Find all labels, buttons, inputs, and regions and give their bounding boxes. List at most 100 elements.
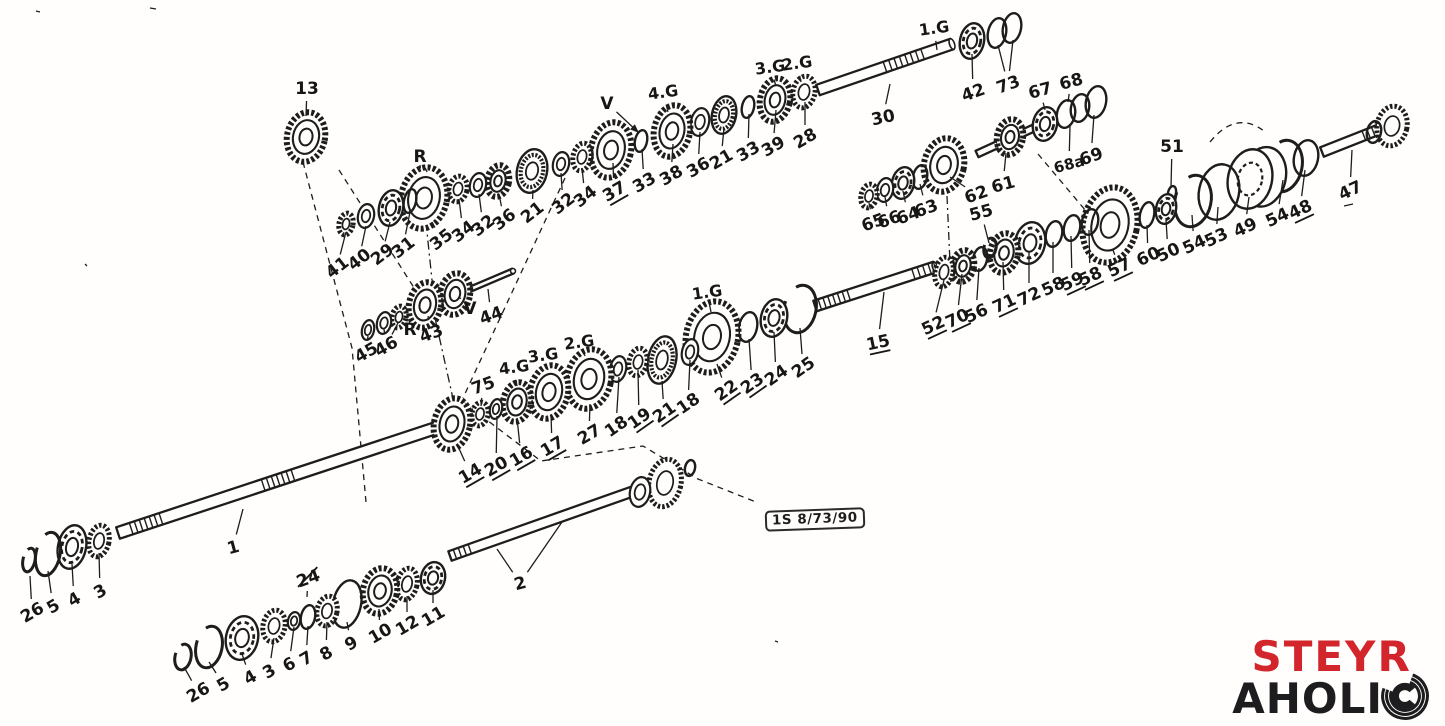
callout-67: 67 — [1026, 78, 1054, 111]
part-gr — [430, 395, 474, 453]
guide-line — [462, 401, 757, 503]
callout-51: 51 — [1160, 137, 1184, 188]
leader-line — [612, 162, 615, 179]
leader-line — [546, 367, 549, 371]
part-rg — [1365, 119, 1383, 145]
callout-text-3.G: 3.G — [527, 344, 560, 367]
part-sp — [336, 210, 356, 238]
callout-text-63: 63 — [912, 196, 941, 223]
part-gr — [359, 565, 401, 617]
callout-44: 44 — [477, 288, 506, 329]
callout-7: 7 — [296, 625, 317, 671]
leader-line — [456, 443, 466, 462]
leader-line — [47, 570, 52, 594]
callout-2.G: 2.G — [563, 331, 596, 357]
leader-line — [391, 322, 399, 335]
callout-text-42: 42 — [959, 80, 988, 107]
leader-line — [306, 625, 309, 646]
assembly-reverse-idler-upper — [858, 85, 1108, 211]
part-gr — [283, 109, 329, 165]
callout-text-27: 27 — [574, 420, 605, 449]
label-underline — [661, 413, 680, 428]
leader-line — [1067, 93, 1070, 103]
callout-text-R: R — [403, 320, 416, 340]
leader-line — [496, 548, 514, 573]
callout-text-V: V — [600, 94, 614, 114]
leader-line — [716, 363, 723, 378]
part-r2 — [468, 172, 488, 198]
part-gr — [756, 75, 794, 125]
leader-line — [208, 661, 217, 674]
leader-line — [1070, 235, 1073, 269]
leader-line — [637, 369, 640, 406]
callout-text-3: 3 — [259, 660, 279, 683]
label-underline — [1084, 280, 1105, 291]
leader-line — [1278, 179, 1284, 205]
label-underline — [491, 469, 511, 482]
part-sp — [646, 456, 684, 510]
leader-line — [560, 172, 563, 191]
part-r2 — [488, 398, 504, 420]
label-strikethrough — [297, 566, 318, 588]
leader-line — [1191, 214, 1194, 232]
label-underline — [1113, 271, 1134, 282]
leader-line — [339, 231, 347, 255]
callout-5: 5 — [43, 570, 64, 619]
callout-20: 20 — [481, 415, 512, 482]
assembly-countershaft — [336, 12, 1023, 238]
part-r2 — [356, 203, 376, 229]
part-r2 — [286, 611, 302, 631]
part-gr — [1079, 184, 1141, 266]
leader-line — [495, 415, 498, 454]
leader-line — [773, 79, 777, 87]
part-rg — [633, 128, 649, 154]
part-br — [1031, 105, 1059, 143]
callout-8: 8 — [316, 621, 337, 666]
callout-text-26: 26 — [183, 678, 214, 707]
leader-line — [424, 167, 428, 173]
leader-line — [404, 211, 411, 235]
guide-line — [338, 169, 419, 295]
leader-line — [384, 221, 391, 242]
leader-line — [773, 109, 777, 134]
label-underline — [951, 322, 972, 333]
leader-line — [641, 148, 644, 170]
callout-text-4.G: 4.G — [647, 81, 680, 104]
part-r2 — [608, 355, 628, 383]
leader-line — [183, 666, 193, 681]
callout-text-25: 25 — [788, 353, 819, 383]
part-sp — [626, 345, 650, 379]
leader-line — [935, 40, 938, 51]
watermark-logo: STEYR AHOLI — [1232, 636, 1431, 722]
callout-3.G: 3.G — [527, 344, 560, 371]
leader-line — [515, 379, 518, 387]
leader-line — [526, 521, 563, 573]
part-rg — [1084, 85, 1108, 119]
part-br — [1154, 192, 1178, 226]
part-sp — [260, 607, 288, 645]
callout-4.G: 4.G — [498, 356, 530, 387]
assembly-output-rear — [1079, 103, 1410, 266]
part-br — [759, 298, 789, 338]
shaft-pto-shaft-2 — [447, 480, 652, 562]
part-rgr — [710, 95, 738, 135]
part-r2 — [628, 476, 652, 508]
label-underline — [465, 476, 485, 489]
part-br — [890, 165, 916, 201]
leader-line — [29, 575, 32, 600]
leader-line — [478, 193, 482, 213]
logo-c-arcs-icon — [1381, 673, 1429, 720]
leader-line — [1003, 152, 1007, 172]
callout-text-2.G: 2.G — [563, 331, 596, 354]
part-sp — [1374, 103, 1410, 149]
part-rg — [683, 458, 697, 478]
callout-42: 42 — [959, 53, 988, 107]
leader-line — [1301, 169, 1306, 197]
callout-47: 47 — [1336, 149, 1365, 205]
part-rgr — [515, 148, 549, 194]
callout-4.G: 4.G — [647, 81, 680, 113]
leader-line — [458, 198, 463, 219]
leader-line — [1068, 125, 1071, 152]
part-gr — [499, 379, 535, 425]
